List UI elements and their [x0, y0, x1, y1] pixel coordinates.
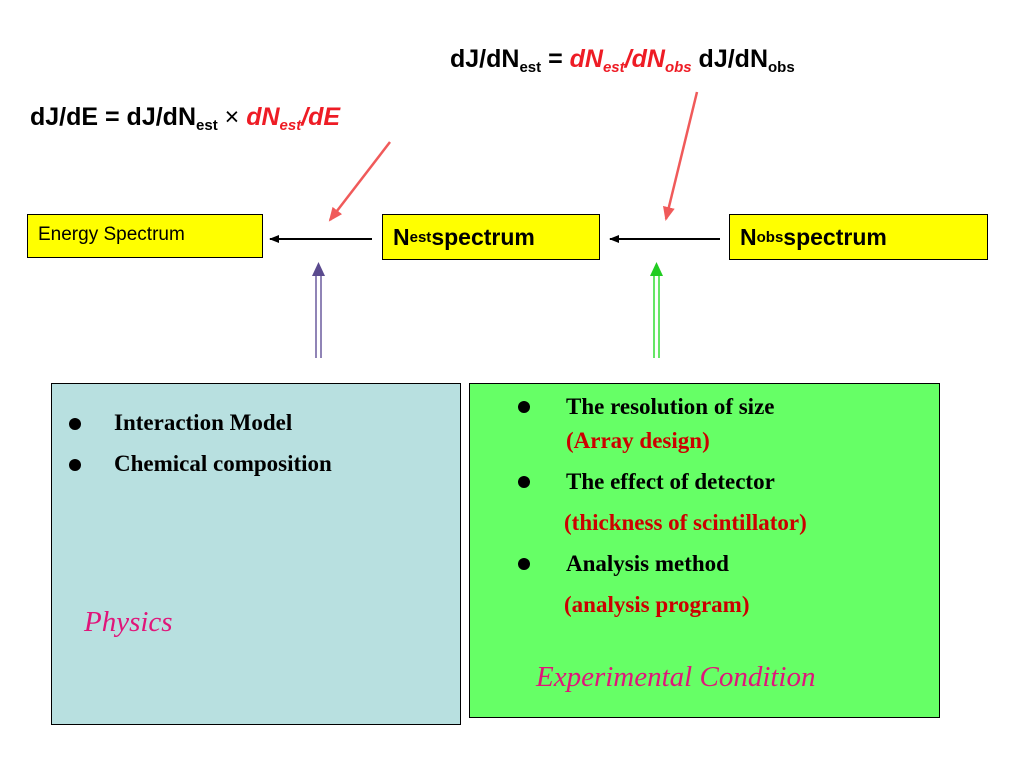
experiment-item: The resolution of size — [566, 394, 775, 419]
bullet-dot — [518, 401, 530, 413]
experiment-note: (analysis program) — [564, 592, 750, 617]
arrow-red-left — [328, 141, 391, 222]
experiment-note: (Array design) — [566, 428, 710, 453]
energy-spectrum-box: Energy Spectrum — [27, 214, 263, 258]
arrow-physics-up — [312, 262, 325, 358]
physics-item: Chemical composition — [114, 451, 332, 476]
arrow-red-right — [663, 91, 699, 221]
bullet-dot — [518, 558, 530, 570]
bullet-dot — [518, 476, 530, 488]
experiment-caption: Experimental Condition — [536, 661, 816, 693]
experiment-item: Analysis method — [566, 551, 729, 576]
bullet-dot — [69, 459, 81, 471]
experiment-panel: The resolution of size (Array design) Th… — [469, 383, 940, 718]
experiment-note: (thickness of scintillator) — [564, 510, 807, 535]
formula-left: dJ/dE = dJ/dNest × dNest/dE — [30, 103, 341, 134]
physics-item: Interaction Model — [114, 410, 293, 435]
bullet-dot — [69, 418, 81, 430]
physics-caption: Physics — [84, 606, 173, 638]
experiment-item: The effect of detector — [566, 469, 775, 494]
arrow-experiment-up — [650, 262, 663, 358]
formula-top: dJ/dNest = dNest/dNobs dJ/dNobs — [450, 45, 795, 76]
physics-panel: Interaction Model Chemical composition P… — [51, 383, 461, 725]
